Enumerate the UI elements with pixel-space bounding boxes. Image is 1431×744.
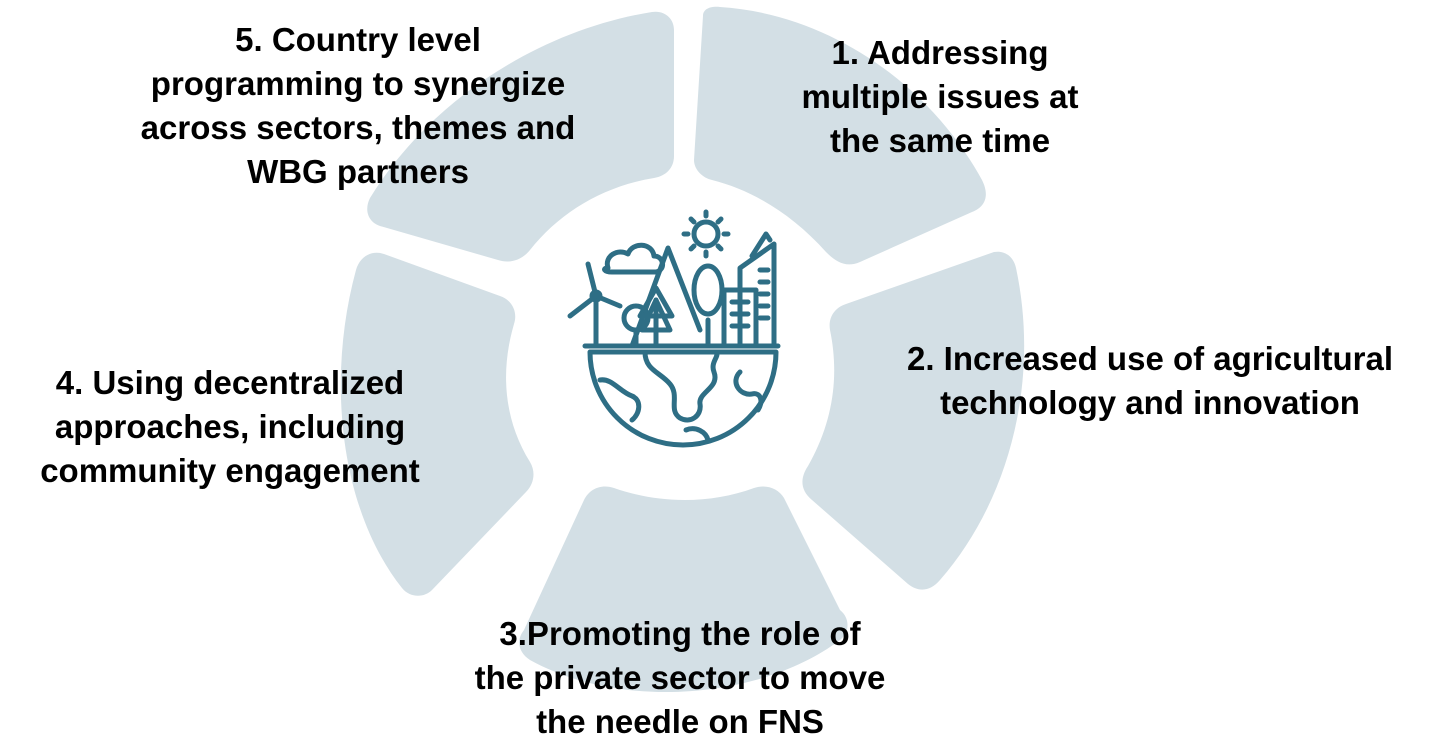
segment-1-label: 1. Addressing multiple issues at the sam… — [770, 31, 1110, 163]
segment-5-line-2: programming to synergize — [150, 65, 566, 102]
segment-4-line-1: 4. Using decentralized — [55, 364, 405, 401]
segment-4-label: 4. Using decentralized approaches, inclu… — [0, 361, 460, 493]
sustainable-earth-city-icon — [567, 209, 781, 448]
segment-5-label: 5. Country level programming to synergiz… — [118, 18, 598, 194]
segment-3-line-3: the needle on FNS — [536, 703, 824, 740]
segment-2-label: 2. Increased use of agricultural technol… — [880, 337, 1420, 425]
segment-1-line-1: 1. Addressing — [831, 34, 1049, 71]
segment-5-shape — [367, 11, 674, 262]
segment-3-label: 3.Promoting the role of the private sect… — [420, 612, 940, 744]
segment-1-line-2: multiple issues at — [801, 78, 1079, 115]
segment-2-shape — [802, 251, 1025, 590]
segment-5-line-4: WBG partners — [247, 153, 469, 190]
segment-3-line-2: the private sector to move — [474, 659, 886, 696]
segment-1-shape — [694, 6, 986, 265]
segment-4-line-3: community engagement — [40, 452, 420, 489]
segment-2-line-1: 2. Increased use of agricultural — [906, 340, 1393, 377]
segment-5-line-1: 5. Country level — [235, 21, 481, 58]
segment-2-line-2: technology and innovation — [940, 384, 1360, 421]
segment-1-line-3: the same time — [829, 122, 1051, 159]
segment-3-shape — [519, 486, 848, 693]
segment-4-shape — [340, 252, 534, 596]
segment-5-line-3: across sectors, themes and — [140, 109, 576, 146]
segment-3-line-1: 3.Promoting the role of — [499, 615, 861, 652]
segment-4-line-2: approaches, including — [54, 408, 406, 445]
